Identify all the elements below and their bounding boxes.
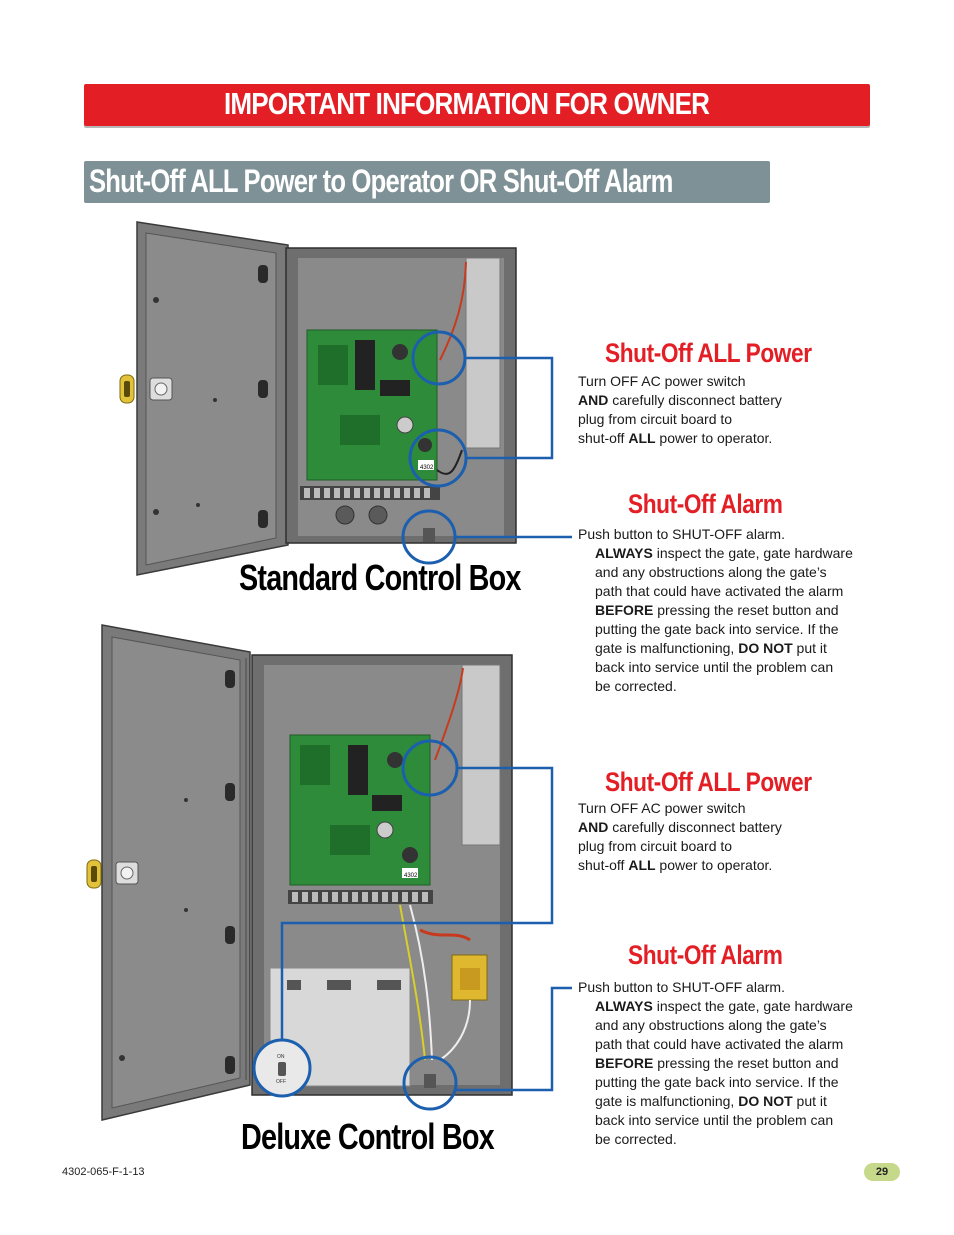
standard-power-line4: shut-off ALL power to operator. — [578, 430, 773, 446]
deluxe-power-line1: Turn OFF AC power switch — [578, 800, 746, 816]
deluxe-alarm-line3: and any obstructions along the gate’s — [595, 1017, 827, 1033]
standard-alarm-line8: back into service until the problem can — [595, 659, 834, 675]
deluxe-alarm-line2: ALWAYS inspect the gate, gate hardware — [595, 998, 853, 1014]
standard-power-line1: Turn OFF AC power switch — [578, 373, 746, 389]
page-number-badge: 29 — [864, 1163, 900, 1181]
banner-title: IMPORTANT INFORMATION FOR OWNER — [224, 86, 710, 121]
standard-alarm-line6: putting the gate back into service. If t… — [595, 621, 839, 637]
deluxe-alarm-line4: path that could have activated the alarm — [595, 1036, 844, 1052]
standard-control-box-caption: Standard Control Box — [239, 557, 521, 598]
deluxe-alarm-text: Push button to SHUT-OFF alarm. ALWAYS in… — [578, 978, 853, 1149]
standard-alarm-line4: path that could have activated the alarm — [595, 583, 844, 599]
document-code: 4302-065-F-1-13 — [62, 1166, 145, 1178]
standard-power-line3: plug from circuit board to — [578, 411, 733, 427]
standard-power-line2: AND carefully disconnect battery — [578, 392, 782, 408]
standard-control-box-illustration: 4302 — [119, 221, 572, 576]
deluxe-control-box-caption: Deluxe Control Box — [241, 1116, 495, 1157]
standard-alarm-line5: BEFORE pressing the reset button and — [595, 602, 839, 618]
deluxe-alarm-line1: Push button to SHUT-OFF alarm. — [578, 979, 785, 995]
standard-board-label: 4302 — [420, 465, 434, 471]
deluxe-alarm-line6: putting the gate back into service. If t… — [595, 1074, 839, 1090]
deluxe-control-box-illustration: 4302 ON OFF — [86, 624, 572, 1121]
deluxe-power-text: Turn OFF AC power switch AND carefully d… — [578, 799, 782, 875]
section-banner: Shut-Off ALL Power to Operator OR Shut-O… — [84, 161, 770, 203]
standard-alarm-title: Shut-Off Alarm — [628, 489, 783, 519]
standard-alarm-line9: be corrected. — [595, 678, 677, 694]
standard-power-title: Shut-Off ALL Power — [605, 338, 812, 368]
important-info-banner: IMPORTANT INFORMATION FOR OWNER — [84, 84, 870, 126]
standard-alarm-line2: ALWAYS inspect the gate, gate hardware — [595, 545, 853, 561]
standard-alarm-line7: gate is malfunctioning, DO NOT put it — [595, 640, 827, 656]
deluxe-power-title: Shut-Off ALL Power — [605, 767, 812, 797]
standard-alarm-line3: and any obstructions along the gate’s — [595, 564, 827, 580]
deluxe-alarm-line7: gate is malfunctioning, DO NOT put it — [595, 1093, 827, 1109]
switch-off-label: OFF — [276, 1079, 286, 1085]
deluxe-alarm-line9: be corrected. — [595, 1131, 677, 1147]
deluxe-alarm-title: Shut-Off Alarm — [628, 940, 783, 970]
switch-on-label: ON — [277, 1054, 285, 1060]
section-title: Shut-Off ALL Power to Operator OR Shut-O… — [89, 163, 673, 199]
standard-alarm-line1: Push button to SHUT-OFF alarm. — [578, 526, 785, 542]
deluxe-alarm-line5: BEFORE pressing the reset button and — [595, 1055, 839, 1071]
standard-power-text: Turn OFF AC power switch AND carefully d… — [578, 372, 782, 448]
standard-alarm-text: Push button to SHUT-OFF alarm. ALWAYS in… — [578, 525, 853, 696]
deluxe-board-label: 4302 — [404, 873, 418, 879]
deluxe-power-line2: AND carefully disconnect battery — [578, 819, 782, 835]
deluxe-power-line4: shut-off ALL power to operator. — [578, 857, 773, 873]
deluxe-alarm-line8: back into service until the problem can — [595, 1112, 834, 1128]
deluxe-power-line3: plug from circuit board to — [578, 838, 733, 854]
